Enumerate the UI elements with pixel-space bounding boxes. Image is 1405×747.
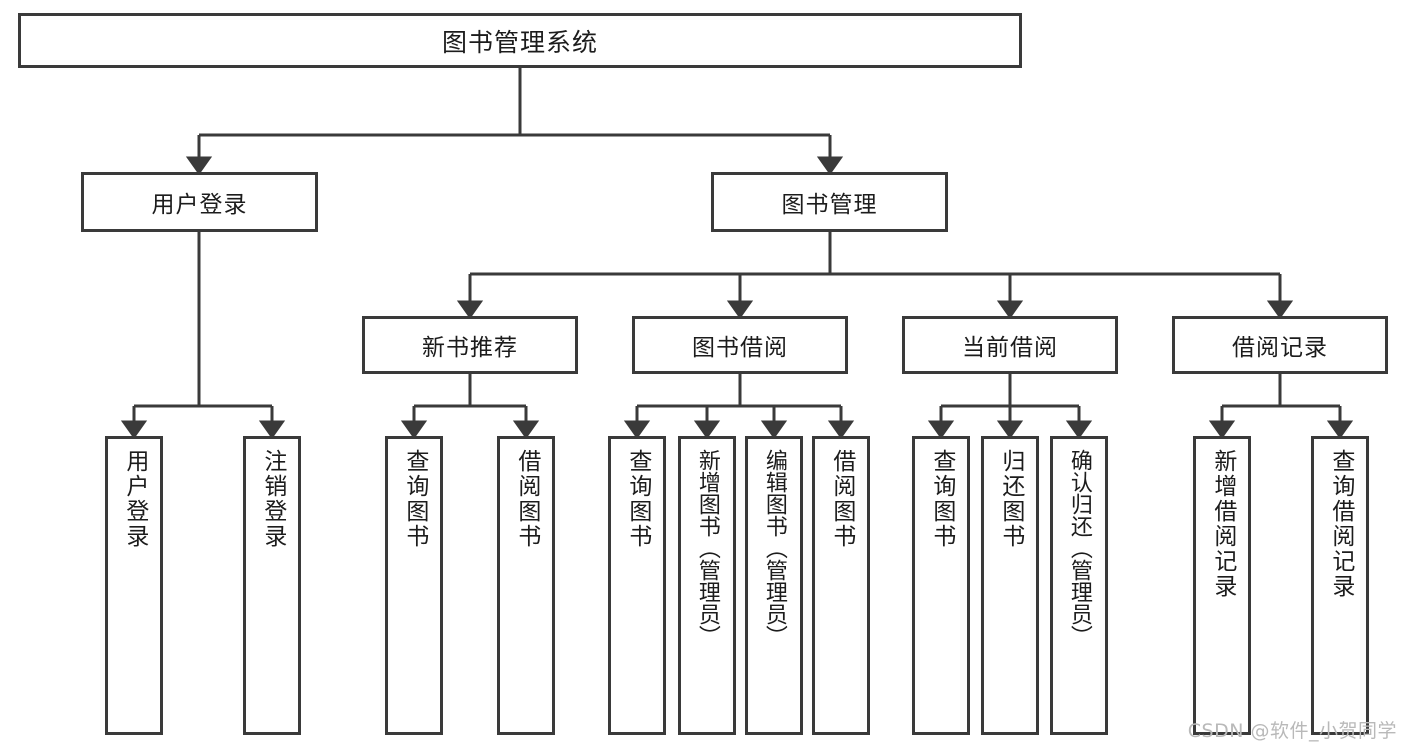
node-label: 查询图书	[401, 449, 428, 549]
node-label: 图书管理	[781, 192, 878, 218]
node-label: 当前借阅	[962, 335, 1058, 361]
node-label: 确认归还（管理员）	[1066, 449, 1092, 647]
node-new-book-recommend[interactable]: 新书推荐	[362, 316, 578, 374]
watermark: CSDN @软件_小贺同学	[1187, 720, 1397, 742]
leaf-borrow-book[interactable]: 借阅图书	[812, 436, 870, 735]
node-label: 借阅图书	[513, 449, 540, 549]
leaf-query-borrow-record[interactable]: 查询借阅记录	[1311, 436, 1369, 735]
leaf-edit-book-admin[interactable]: 编辑图书（管理员）	[745, 436, 803, 735]
node-label: 图书借阅	[692, 335, 788, 361]
leaf-borrow-book-recommend[interactable]: 借阅图书	[497, 436, 555, 735]
node-label: 用户登录	[151, 192, 248, 218]
node-book-borrow[interactable]: 图书借阅	[632, 316, 848, 374]
node-label: 查询图书	[624, 449, 651, 549]
leaf-query-book-recommend[interactable]: 查询图书	[385, 436, 443, 735]
node-label: 图书管理系统	[441, 27, 598, 57]
leaf-return-book[interactable]: 归还图书	[981, 436, 1039, 735]
leaf-logout[interactable]: 注销登录	[243, 436, 301, 735]
node-label: 新增图书（管理员）	[694, 449, 720, 647]
leaf-user-login[interactable]: 用户登录	[105, 436, 163, 735]
node-label: 用户登录	[121, 449, 148, 549]
node-label: 查询图书	[928, 449, 955, 549]
leaf-add-book-admin[interactable]: 新增图书（管理员）	[678, 436, 736, 735]
node-label: 借阅记录	[1232, 335, 1328, 361]
leaf-query-book-current[interactable]: 查询图书	[912, 436, 970, 735]
node-label: 新书推荐	[422, 335, 518, 361]
node-label: 归还图书	[997, 449, 1024, 549]
node-book-management[interactable]: 图书管理	[711, 172, 948, 232]
leaf-add-borrow-record[interactable]: 新增借阅记录	[1193, 436, 1251, 735]
node-root-system[interactable]: 图书管理系统	[18, 13, 1022, 68]
node-label: 注销登录	[259, 449, 286, 549]
node-user-login[interactable]: 用户登录	[81, 172, 318, 232]
node-label: 编辑图书（管理员）	[761, 449, 787, 647]
leaf-confirm-return-admin[interactable]: 确认归还（管理员）	[1050, 436, 1108, 735]
node-label: 新增借阅记录	[1209, 449, 1236, 599]
node-borrow-record[interactable]: 借阅记录	[1172, 316, 1388, 374]
node-label: 借阅图书	[828, 449, 855, 549]
node-label: 查询借阅记录	[1327, 449, 1354, 599]
node-current-borrow[interactable]: 当前借阅	[902, 316, 1118, 374]
leaf-query-book-borrow[interactable]: 查询图书	[608, 436, 666, 735]
